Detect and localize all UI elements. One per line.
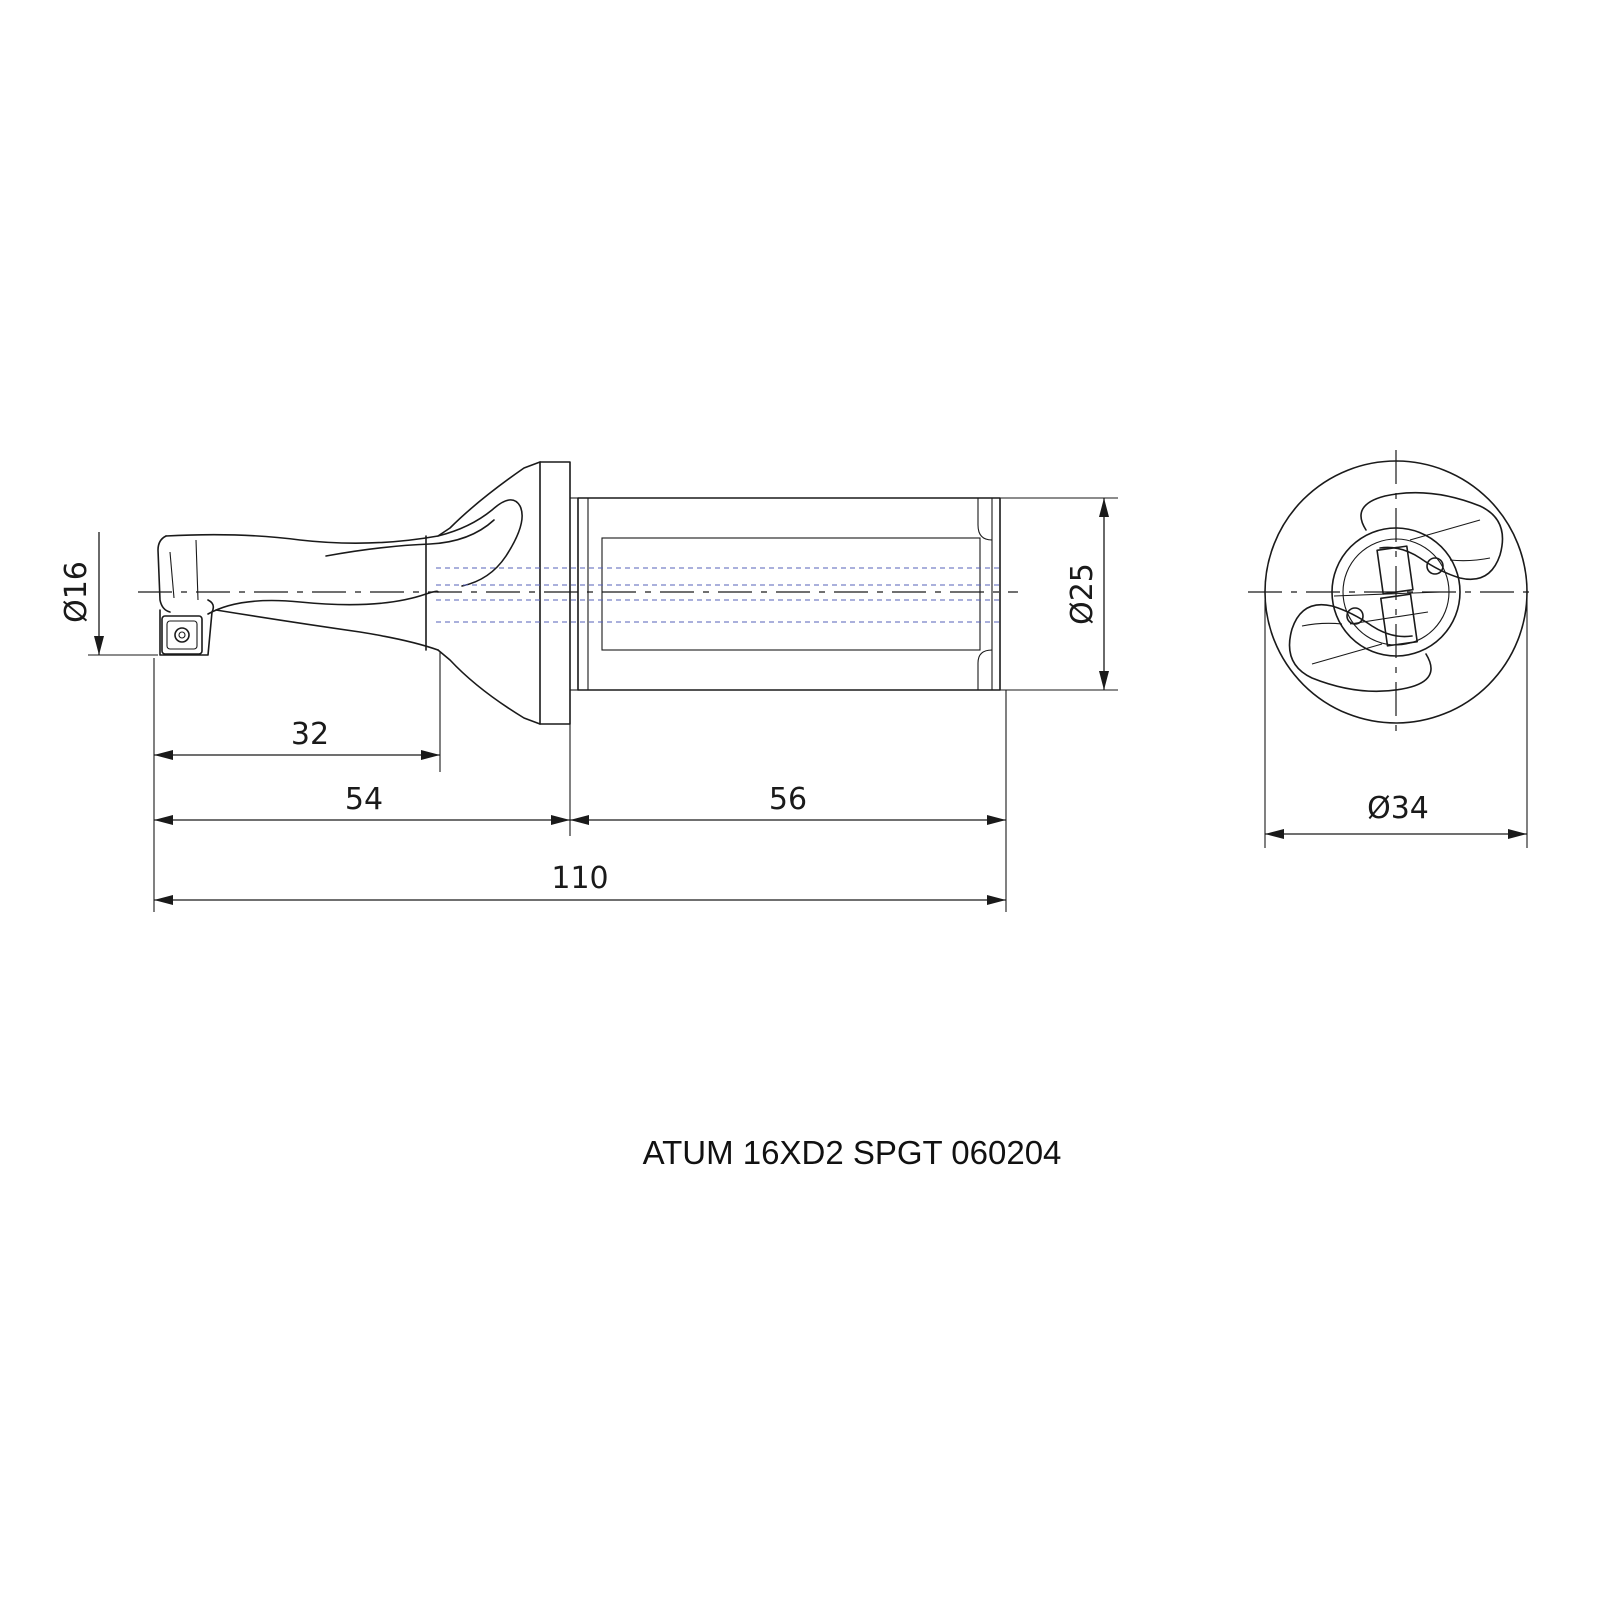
- dim-d25-label: Ø25: [1065, 563, 1100, 625]
- dim-d34-arrow-right: [1508, 829, 1527, 839]
- flute-lobe-upper: [1360, 491, 1504, 580]
- drill-flute-upper: [325, 519, 495, 557]
- flute-lobe-lower: [1288, 604, 1432, 693]
- end-insert-lower: [1380, 593, 1418, 647]
- drill-core: [1331, 527, 1461, 657]
- shank-flat: [601, 537, 981, 651]
- drill-body-bottom: [207, 590, 439, 615]
- insert: [161, 615, 203, 655]
- dim-110-arrow-right: [987, 895, 1006, 905]
- drill-tip-edge: [169, 539, 199, 601]
- end-cutting-edge: [1333, 591, 1441, 625]
- dim-d16-label: Ø16: [59, 561, 94, 623]
- insert-inner: [166, 620, 198, 650]
- insert-screw-head: [178, 631, 186, 639]
- end-view: [1248, 450, 1536, 740]
- dim-110-arrow-left: [154, 895, 173, 905]
- dim-54-label: 54: [345, 782, 383, 817]
- end-insert-upper: [1376, 545, 1414, 595]
- dim-56-arrow-right: [987, 815, 1006, 825]
- dim-54-arrow-left: [154, 815, 173, 825]
- drill-body-lower-tip: [159, 599, 215, 656]
- part-title: ATUM 16XD2 SPGT 060204: [643, 1134, 1062, 1171]
- dim-56-arrow-left: [570, 815, 589, 825]
- dimensions: Ø16 Ø25 32 54 56 110: [59, 497, 1528, 912]
- flange-circle: [1264, 460, 1528, 724]
- coolant-hole-upper: [1426, 557, 1444, 575]
- dim-56-label: 56: [769, 782, 807, 817]
- shank: [577, 497, 1001, 691]
- dim-32-arrow-left: [154, 750, 173, 760]
- dim-110-label: 110: [551, 861, 608, 896]
- dim-d34-label: Ø34: [1367, 791, 1429, 826]
- flute-lobe-lower-edge: [1301, 622, 1383, 665]
- dim-d34-arrow-left: [1265, 829, 1284, 839]
- flange: [539, 461, 571, 725]
- dim-d25-arrow-bottom: [1099, 671, 1109, 690]
- dim-d16-arrow: [94, 636, 104, 655]
- dim-d25-arrow-top: [1099, 498, 1109, 517]
- dim-32-label: 32: [291, 717, 329, 752]
- coolant-hole-lower: [1346, 607, 1364, 625]
- flute-lobe-upper-edge: [1409, 519, 1491, 562]
- shank-end-relief: [977, 498, 993, 690]
- side-view: [138, 461, 1018, 725]
- drill-body-tip: [157, 535, 171, 613]
- cone-transition: [437, 461, 541, 725]
- dim-32-arrow-right: [421, 750, 440, 760]
- insert-screw: [174, 627, 190, 643]
- dim-54-arrow-right: [551, 815, 570, 825]
- drill-body-top: [165, 499, 523, 587]
- drill-flute-lower: [215, 609, 439, 651]
